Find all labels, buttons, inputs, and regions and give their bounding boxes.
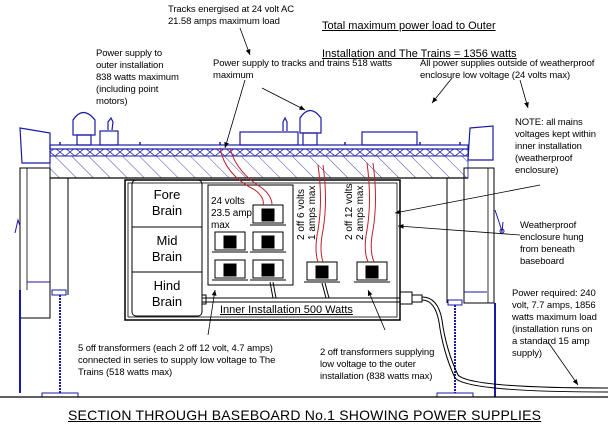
label-outer-supply: Power supply to outer installation 838 w… xyxy=(96,48,179,107)
figure-icon xyxy=(107,116,114,131)
mains-cable xyxy=(399,291,608,393)
figure-icon xyxy=(282,116,288,131)
hind-brain: Hind Brain xyxy=(151,278,183,309)
label-train-bank: 24 volts 23.5 amp max xyxy=(211,196,252,231)
label-two-transformers: 2 off transformers supplying low voltage… xyxy=(320,347,435,382)
drawing-title: SECTION THROUGH BASEBOARD No.1 SHOWING P… xyxy=(68,407,542,423)
transformer xyxy=(304,261,340,283)
transformers xyxy=(212,204,390,299)
transformer xyxy=(212,231,248,253)
left-support xyxy=(14,127,79,398)
total-power-line1: Total maximum power load to Outer xyxy=(322,20,496,32)
label-enclosure-hung: Weatherproof enclosure hung from beneath… xyxy=(520,220,584,267)
transformer xyxy=(250,231,286,253)
mid-brain: Mid Brain xyxy=(151,233,183,264)
baseboard xyxy=(49,130,469,179)
total-power-line2: Installation and The Trains = 1356 watts xyxy=(322,48,517,60)
label-tracks-supply: Power supply to tracks and trains 518 wa… xyxy=(213,58,392,81)
label-twelve-volt: 2 off 12 volts 2 amps max xyxy=(344,183,366,240)
label-power-required: Power required: 240 volt, 7.7 amps, 1856… xyxy=(512,288,597,359)
inner-installation-label: Inner Installation 500 Watts xyxy=(220,304,353,316)
label-five-transformers: 5 off transformers (each 2 off 12 volt, … xyxy=(78,343,276,378)
transformer xyxy=(250,204,286,226)
label-tracks-energised: Tracks energised at 24 volt AC 21.58 amp… xyxy=(168,4,295,27)
weatherproof-enclosure xyxy=(124,179,401,321)
transformer xyxy=(212,259,248,281)
label-outside-low-voltage: All power supplies outside of weatherpro… xyxy=(420,58,595,81)
total-power-note: Total maximum power load to Outer Instal… xyxy=(322,5,517,61)
label-mains-note: NOTE: all mains voltages kept within inn… xyxy=(515,117,596,176)
leader-lines xyxy=(207,27,579,386)
point-motor-left xyxy=(72,111,96,146)
wiring xyxy=(219,147,376,263)
point-motor-right xyxy=(299,109,322,146)
transformer xyxy=(354,261,390,283)
transformer xyxy=(250,259,286,281)
label-six-volt: 2 off 6 volts 1 amps max xyxy=(296,185,318,240)
fore-brain: Fore Brain xyxy=(151,187,183,218)
